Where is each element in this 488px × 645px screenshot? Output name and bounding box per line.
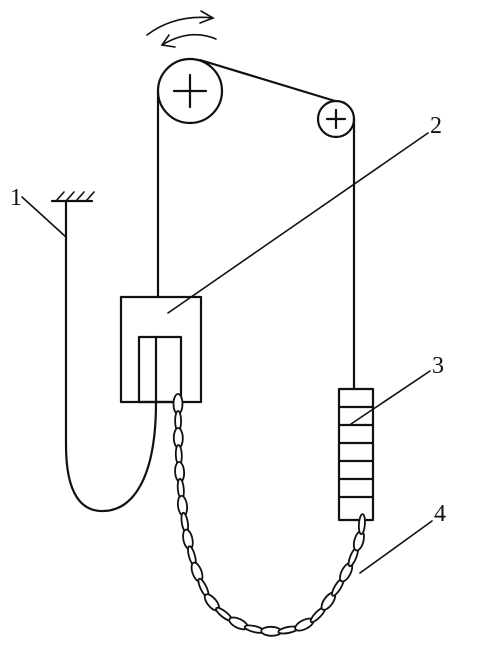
chain-link (357, 513, 366, 535)
label-4: 4 (434, 501, 446, 527)
deflector-pulley (316, 99, 356, 139)
suspension-ropes (156, 58, 356, 391)
label-1: 1 (10, 185, 22, 211)
label-3: 3 (432, 353, 444, 379)
compensating-chain (172, 393, 366, 637)
leader-lines (21, 132, 433, 574)
rotation-arrows (146, 10, 217, 48)
label-2: 2 (430, 113, 442, 139)
counterweight (337, 387, 375, 522)
anchor-hatch (50, 191, 95, 203)
traction-sheave (156, 57, 224, 125)
travelling-cable (64, 199, 158, 513)
elevator-car (119, 295, 203, 404)
